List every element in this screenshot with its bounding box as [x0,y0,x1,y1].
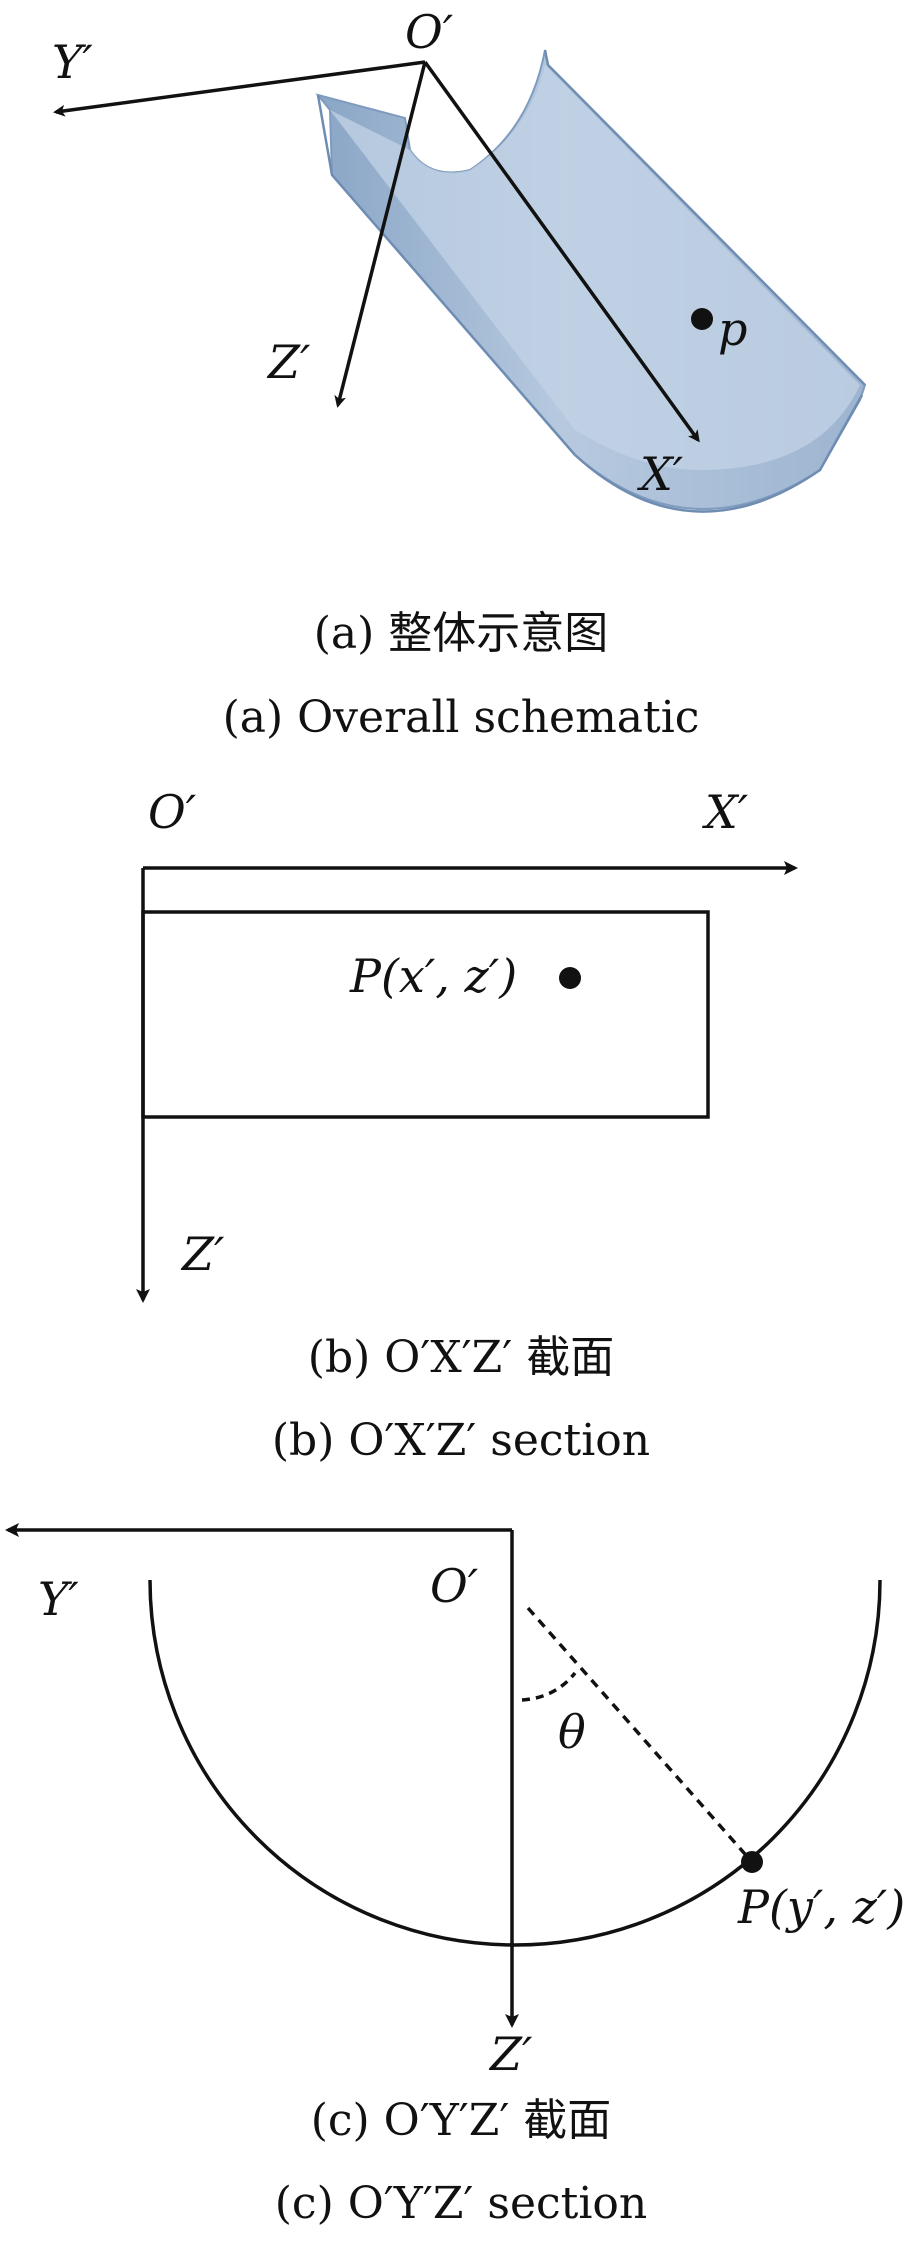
semicircle-section [148,1579,882,1947]
point-marker [559,967,581,989]
y-axis-label: Y′ [38,1572,79,1626]
caption-cn: (a) 整体示意图 [314,608,609,659]
figure-c: O′ Y′ Z′ θ P(y′, z′) (c) O′Y′Z′ 截面 (c) O… [0,1490,922,2243]
x-axis-arrow [423,60,700,443]
z-axis-label: Z′ [266,335,311,389]
point-label: P(y′, z′) [737,1880,905,1934]
point-label: P(x′, z′) [349,949,517,1003]
figure-a: O′ Y′ Z′ X′ p (a) 整体示意图 (a) Overall sche… [0,0,922,740]
figure-b-svg: O′ X′ Z′ P(x′, z′) (b) O′X′Z′ 截面 (b) O′X… [136,785,798,1466]
figure-a-svg: O′ Y′ Z′ X′ p (a) 整体示意图 (a) Overall sche… [52,5,867,740]
y-axis-arrow [53,60,426,117]
angle-arc [521,1671,577,1702]
origin-label: O′ [148,785,197,839]
z-axis-label: Z′ [180,1227,225,1281]
x-axis-label: X′ [637,447,684,501]
x-axis-label: X′ [702,785,749,839]
y-axis-label: Y′ [52,35,93,89]
z-axis-arrow [334,61,427,408]
caption-cn: (c) O′Y′Z′ 截面 [311,2095,612,2146]
figure-c-svg: O′ Y′ Z′ θ P(y′, z′) (c) O′Y′Z′ 截面 (c) O… [5,1523,905,2229]
caption-en: (a) Overall schematic [223,692,700,740]
point-marker [741,1851,763,1873]
z-axis-label: Z′ [488,2027,533,2081]
radius-dashed-line [526,1606,754,1864]
angle-label: θ [558,1705,586,1759]
caption-cn: (b) O′X′Z′ 截面 [308,1332,614,1383]
section-rectangle [141,910,710,1119]
figure-b: O′ X′ Z′ P(x′, z′) (b) O′X′Z′ 截面 (b) O′X… [0,760,922,1480]
caption-en: (c) O′Y′Z′ section [275,2178,647,2229]
trough-shape [315,49,867,513]
point-label: p [718,302,747,356]
origin-label: O′ [430,1559,479,1613]
caption-en: (b) O′X′Z′ section [272,1415,650,1466]
origin-label: O′ [405,5,454,59]
point-p-marker [691,308,713,330]
